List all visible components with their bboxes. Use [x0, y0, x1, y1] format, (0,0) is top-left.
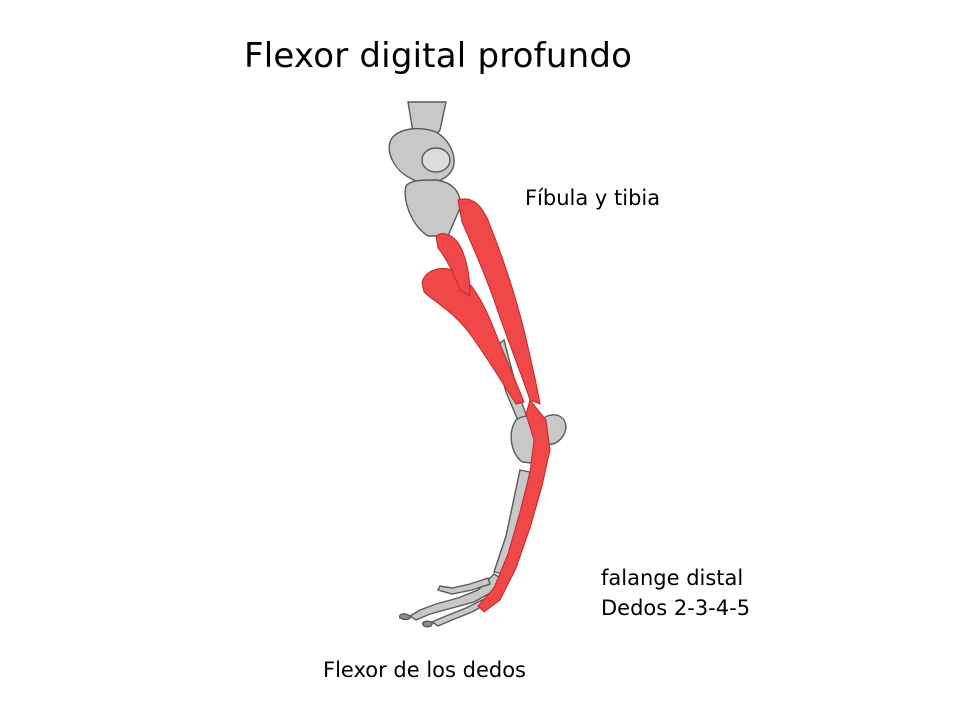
digit-bones-3	[436, 577, 491, 595]
slide-title: Flexor digital profundo	[244, 36, 633, 76]
origin-label: Fíbula y tibia	[525, 186, 661, 210]
insertion-label-line-2: Dedos 2-3-4-5	[601, 596, 751, 620]
insertion-label: falange distal Dedos 2-3-4-5	[601, 563, 750, 623]
insertion-label-line-1: falange distal	[601, 566, 744, 590]
patella-bone	[421, 147, 451, 173]
calcaneus-bone	[543, 414, 567, 446]
tibia-head	[404, 179, 461, 237]
flexor-muscle-belly	[457, 198, 541, 405]
bone-group	[388, 101, 567, 628]
flexor-tendon	[477, 398, 551, 613]
claw-2	[422, 620, 433, 628]
flexor-muscle-medial-head	[435, 233, 471, 297]
muscle-group	[421, 198, 551, 613]
muscle-caption: Flexor de los dedos	[323, 658, 526, 682]
claw	[398, 613, 411, 621]
